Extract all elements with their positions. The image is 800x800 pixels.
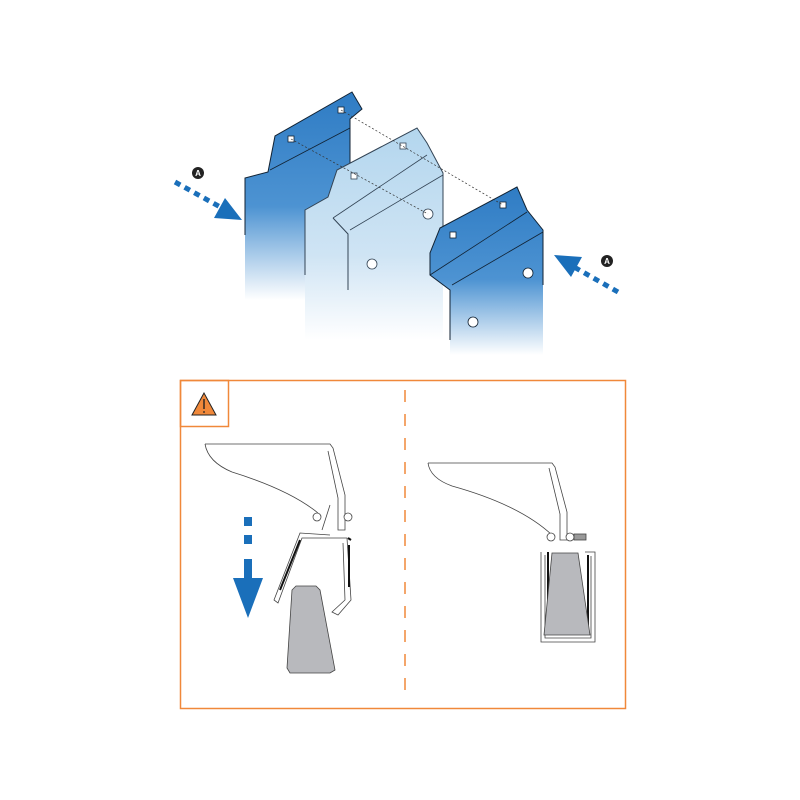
callout-a-right: A [601, 255, 613, 267]
bolt-icon [467, 316, 479, 328]
scene-mounted [427, 462, 596, 643]
warning-box [179, 379, 230, 428]
mudflap-panel-right [429, 186, 544, 355]
svg-text:A: A [604, 257, 610, 266]
rail-profile-left [286, 585, 336, 674]
bolt-icon [522, 267, 534, 279]
warning-frame [179, 379, 627, 710]
svg-text:A: A [195, 169, 201, 178]
callout-a-left: A [192, 167, 204, 179]
scene-before-mounting [204, 443, 353, 616]
arrow-left [173, 179, 242, 220]
rail-profile-right [543, 552, 591, 636]
bolt-icon [366, 258, 378, 270]
alignment-lines [290, 109, 504, 215]
down-arrow [233, 517, 263, 618]
arrow-right [554, 255, 620, 295]
warning-triangle-icon [191, 391, 217, 416]
mudflap-panel-middle [304, 127, 444, 340]
